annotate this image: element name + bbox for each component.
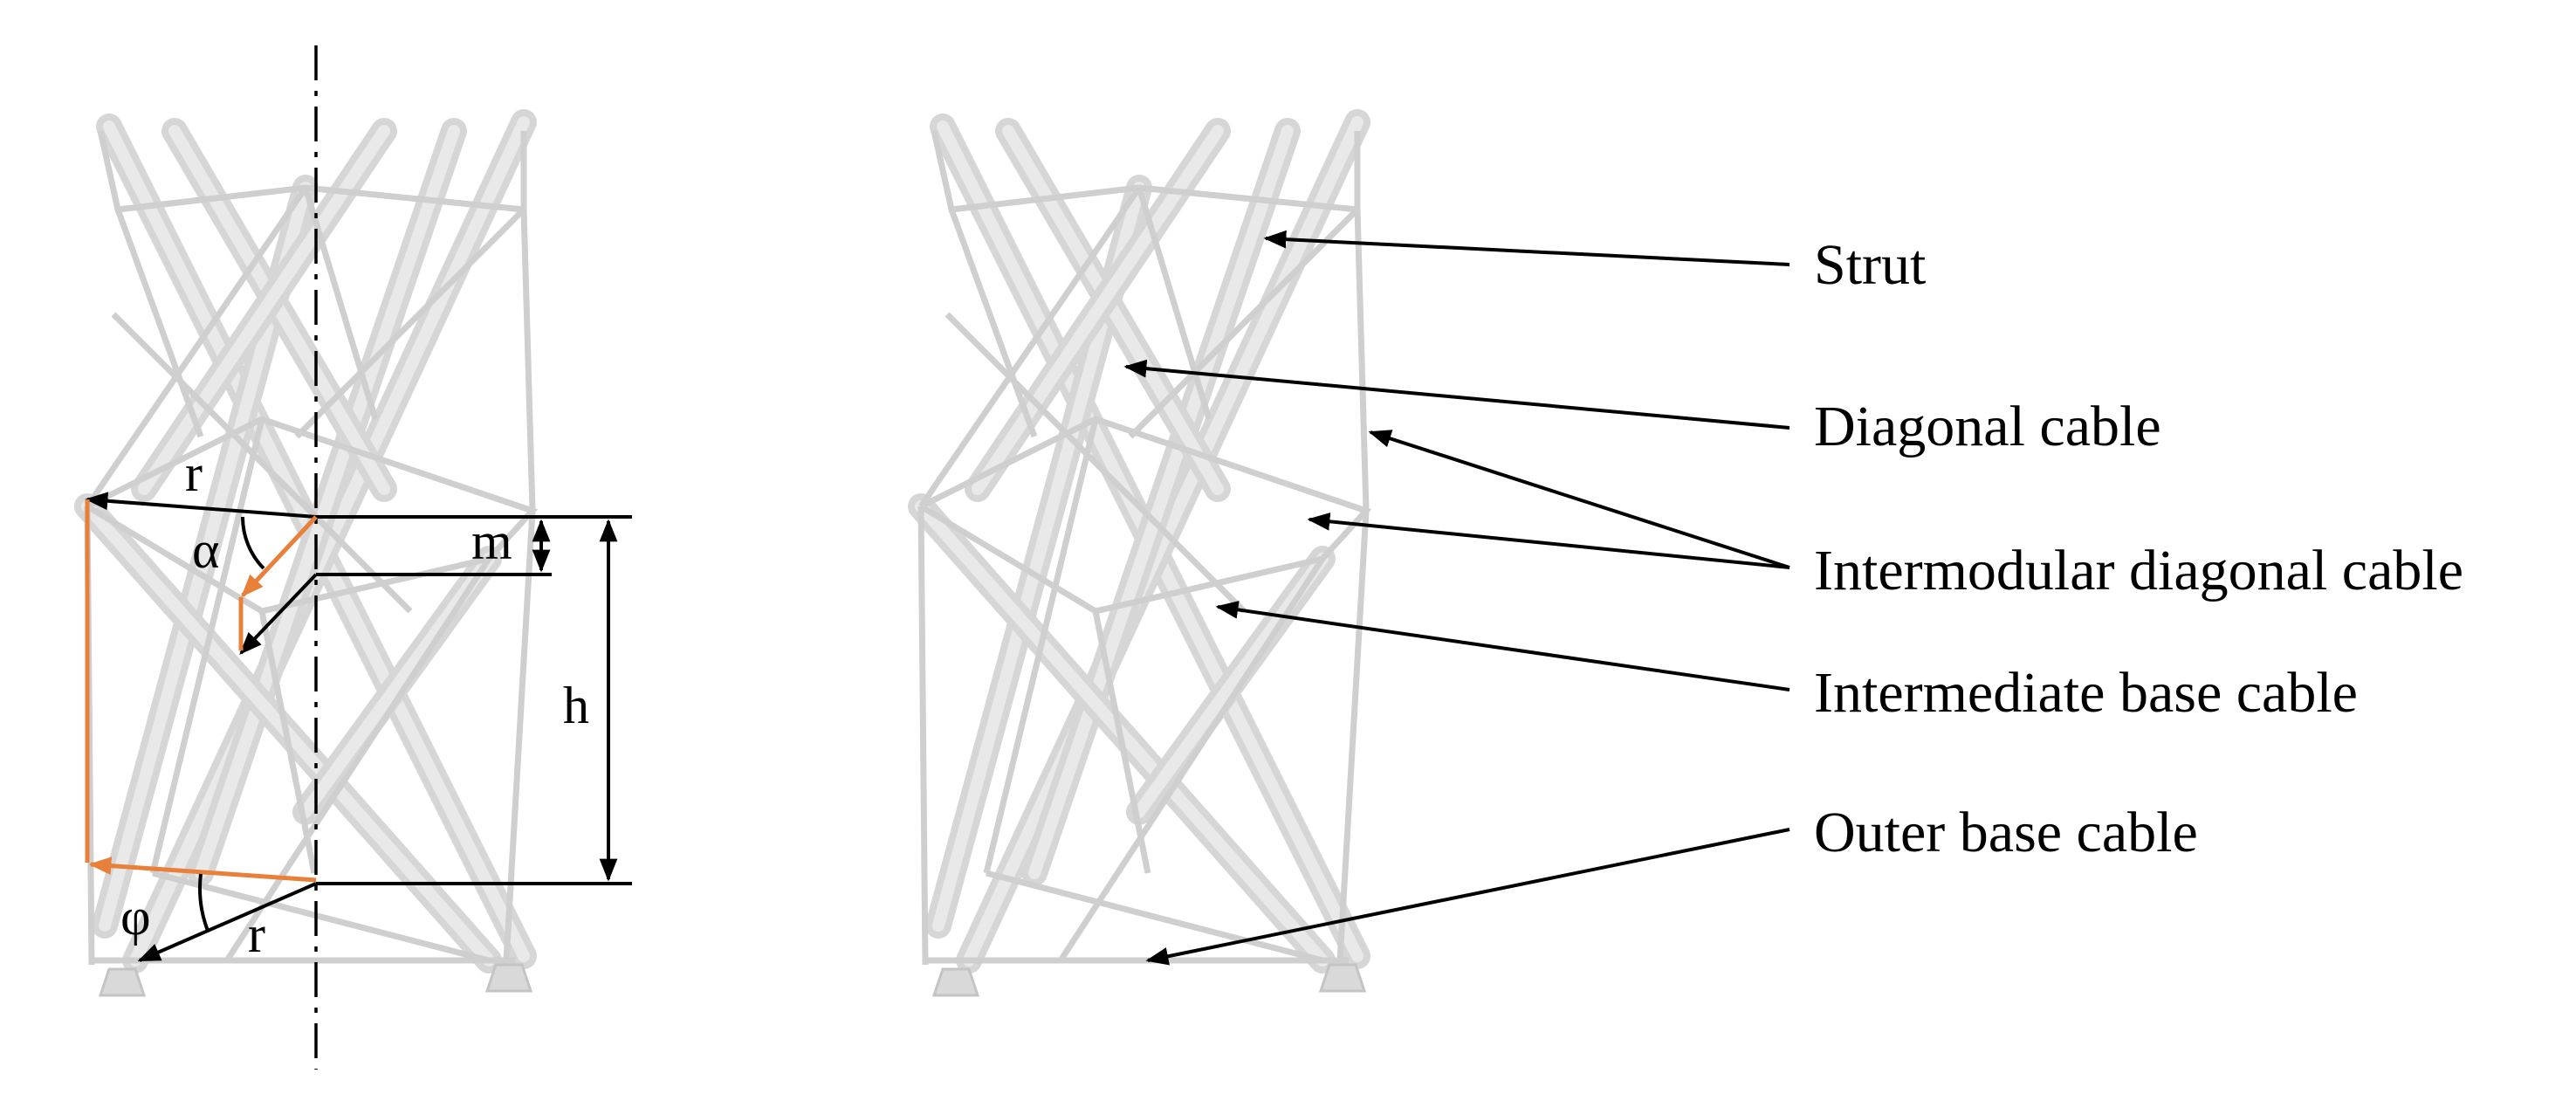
symbol-r-top: r <box>185 444 203 502</box>
label-outer-base-cable: Outer base cable <box>1814 801 2198 864</box>
symbol-m: m <box>471 513 512 570</box>
symbol-h: h <box>563 677 589 734</box>
label-diagonal-cable: Diagonal cable <box>1814 395 2161 458</box>
intermediate-base-callout-arrow <box>1215 601 1790 691</box>
right-tower-model <box>921 122 1366 995</box>
diagonal-cable-callout-arrow <box>1123 359 1790 430</box>
symbol-alpha: α <box>192 521 219 579</box>
alpha-arc <box>240 516 265 570</box>
symbol-r-bottom: r <box>248 905 265 963</box>
label-intermodular-diagonal-cable: Intermodular diagonal cable <box>1814 539 2463 602</box>
left-tower-model <box>87 122 532 995</box>
inner-black-arrow <box>239 573 318 655</box>
orange-bottom-arrow <box>88 857 317 883</box>
outer-base-callout-arrow <box>1145 828 1790 966</box>
intermodular-callout-arrow-2 <box>1307 512 1790 569</box>
orange-rotation-arrow <box>241 515 318 597</box>
label-intermediate-base-cable: Intermediate base cable <box>1814 661 2358 725</box>
symbol-phi: φ <box>120 888 151 946</box>
radius-bottom-arrow <box>137 882 317 962</box>
intermodular-callout-arrow-1 <box>1368 430 1790 569</box>
phi-arc <box>198 873 210 932</box>
radius-top-arrow <box>85 492 317 519</box>
label-strut: Strut <box>1814 233 1926 297</box>
strut-callout-arrow <box>1263 230 1790 266</box>
